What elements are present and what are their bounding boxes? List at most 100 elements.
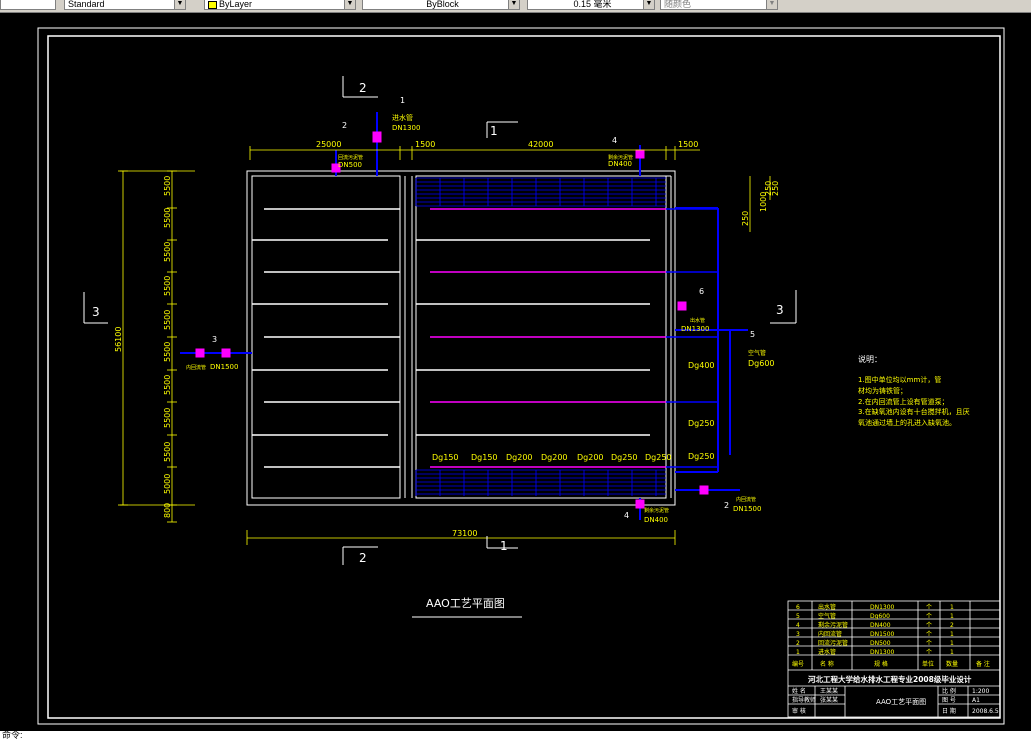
label-outlet: 出水管 xyxy=(690,317,705,324)
left-dimension-ticks xyxy=(167,170,177,523)
left-dim: 5500 xyxy=(163,208,172,228)
branch-dg: Dg150 xyxy=(471,453,498,462)
layer-select[interactable]: ByLayer ▼ xyxy=(204,0,356,10)
linetype-value: ByBlock xyxy=(426,0,459,9)
section-mark-2-bottom: 2 xyxy=(359,551,367,565)
linetype-select[interactable]: ByBlock ▼ xyxy=(362,0,520,10)
table-cell: 2 xyxy=(796,640,800,647)
table-cell: 1 xyxy=(950,631,954,638)
inner-frame xyxy=(47,35,1001,719)
table-cell: 4 xyxy=(796,622,800,629)
table-header: 规 格 xyxy=(874,660,888,668)
table-cell: 回流污泥管 xyxy=(818,639,848,647)
label-sludge-dn-bottom: DN400 xyxy=(644,516,668,524)
plot-style-select[interactable]: 随颜色 ▼ xyxy=(660,0,778,10)
left-dim: 5500 xyxy=(163,375,172,395)
table-cell: 1 xyxy=(950,640,954,647)
anaerobic-baffles xyxy=(252,208,400,468)
tb-label: 姓 名 xyxy=(792,687,806,695)
table-cell: 出水管 xyxy=(818,603,836,611)
leader-2-bottom: 2 xyxy=(724,501,729,510)
label-sludge: 剩余污泥管 xyxy=(608,154,633,161)
dim-1500-b: 1500 xyxy=(678,140,698,149)
label-left-pipe: 内回流管 xyxy=(186,364,206,371)
table-cell: 个 xyxy=(926,604,932,611)
branch-dg-labels: Dg150 Dg150 Dg200 Dg200 Dg200 Dg250 Dg25… xyxy=(432,453,672,462)
table-header: 单位 xyxy=(922,660,934,668)
leader-6: 6 xyxy=(699,287,704,296)
table-cell: 1 xyxy=(950,649,954,656)
text-style-value: Standard xyxy=(68,0,105,9)
text-style-select[interactable]: Standard ▼ xyxy=(64,0,186,10)
tb-label: 审 核 xyxy=(792,707,806,715)
chevron-down-icon: ▼ xyxy=(344,0,355,9)
note-line: 3.在缺氧池内设有十台搅拌机，且厌 xyxy=(858,407,970,416)
branch-dg: Dg250 xyxy=(611,453,638,462)
table-header: 编号 xyxy=(792,660,804,668)
table-header: 数量 xyxy=(946,660,958,668)
table-cell: 内回流管 xyxy=(818,630,842,638)
table-header: 名 称 xyxy=(820,660,834,668)
tb-name: 王某某 xyxy=(820,688,838,695)
outer-frame xyxy=(37,27,1005,725)
branch-dg: Dg200 xyxy=(577,453,604,462)
note-line: 氧池通过墙上的孔进入缺氧池。 xyxy=(858,418,956,427)
label-air-dg: Dg600 xyxy=(748,359,775,368)
text-style-prev[interactable] xyxy=(0,0,56,10)
leader-1: 1 xyxy=(400,96,405,105)
table-cell: 个 xyxy=(926,649,932,656)
tb-meta-label: 图 号 xyxy=(942,697,956,704)
right-dim-250-a: 250 xyxy=(741,211,750,226)
properties-toolbar: Standard ▼ ByLayer ▼ ByBlock ▼ 0.15 毫米 ▼… xyxy=(0,0,1031,13)
chevron-down-icon: ▼ xyxy=(643,0,654,9)
valves xyxy=(195,131,709,509)
lineweight-value: 0.15 毫米 xyxy=(573,0,612,9)
section-mark-1-bottom: 1 xyxy=(500,539,508,553)
left-dim: 5500 xyxy=(163,176,172,196)
label-dg400: Dg400 xyxy=(688,361,715,370)
left-dim: 800 xyxy=(163,503,172,518)
tb-meta-value: 2008.6.5 xyxy=(972,708,999,715)
table-cell: 1 xyxy=(950,604,954,611)
lineweight-select[interactable]: 0.15 毫米 ▼ xyxy=(527,0,655,10)
table-cell: 剩余污泥管 xyxy=(818,621,848,629)
left-dim: 5500 xyxy=(163,342,172,362)
leader-3: 3 xyxy=(212,335,217,344)
dim-1500-a: 1500 xyxy=(415,140,435,149)
branch-dg: Dg150 xyxy=(432,453,459,462)
table-cell: 5 xyxy=(796,613,800,620)
label-left-dn: DN1500 xyxy=(210,363,238,371)
layer-value: ByLayer xyxy=(219,0,253,9)
drawing-canvas[interactable]: 2 2 1 1 3 3 1 2 3 4 4 5 6 2 25000 1500 4… xyxy=(0,13,1031,731)
note-line: 1.图中单位均以mm计，管 xyxy=(858,375,941,384)
diffuser-grid xyxy=(415,177,666,496)
section-mark-3-left: 3 xyxy=(92,305,100,319)
label-reflux: 回流污泥管 xyxy=(338,154,363,161)
dim-25000: 25000 xyxy=(316,140,341,149)
table-cell: 1 xyxy=(796,649,800,656)
table-cell: 空气管 xyxy=(818,612,836,620)
left-dim: 5500 xyxy=(163,242,172,262)
command-line[interactable]: 命令: xyxy=(0,731,1031,741)
table-cell: 1 xyxy=(950,613,954,620)
left-dim: 5500 xyxy=(163,276,172,296)
chevron-down-icon: ▼ xyxy=(174,0,185,9)
plot-style-value: 随颜色 xyxy=(664,0,692,9)
header-taps xyxy=(666,208,718,468)
label-sludge-dn: DN400 xyxy=(608,160,632,168)
left-dim: 5500 xyxy=(163,442,172,462)
section-mark-3-right: 3 xyxy=(776,303,784,317)
right-dim-1000: 1000 xyxy=(759,192,768,212)
dim-56100: 56100 xyxy=(114,327,123,352)
left-dim: 5500 xyxy=(163,310,172,330)
tb-meta-label: 日 期 xyxy=(942,707,956,715)
tb-label: 指导教师 xyxy=(792,696,816,704)
label-outlet-dn: DN1300 xyxy=(681,325,709,333)
table-header: 备 注 xyxy=(976,660,990,668)
label-air: 空气管 xyxy=(748,349,766,357)
notes-heading: 说明： xyxy=(858,354,882,364)
right-dim-250-b: 250 xyxy=(764,181,773,196)
branch-dg: Dg200 xyxy=(506,453,533,462)
table-cell: DN1300 xyxy=(870,649,895,656)
command-prompt: 命令: xyxy=(2,730,23,740)
